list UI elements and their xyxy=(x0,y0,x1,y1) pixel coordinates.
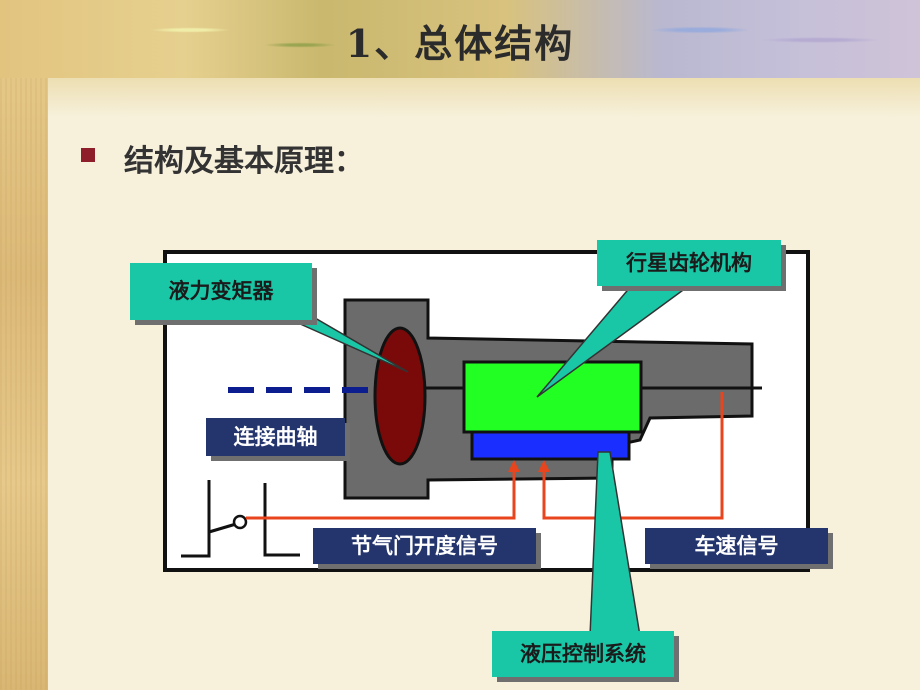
throttle-signal-line xyxy=(246,466,516,520)
slide-title: 1、总体结构 xyxy=(345,21,575,66)
speed-signal-line xyxy=(542,392,724,520)
planetary-gear-block xyxy=(462,360,643,434)
throttle-signal-arrow xyxy=(508,460,520,472)
torque-converter-callout: 液力变矩器 xyxy=(130,263,312,320)
throttle-pedal-symbol-right xyxy=(263,483,300,557)
control-block xyxy=(470,430,631,461)
throttle-signal-label: 节气门开度信号 xyxy=(313,528,536,564)
throttle-lever xyxy=(208,522,237,534)
top-decor-banner xyxy=(0,0,920,78)
crankshaft-label: 连接曲轴 xyxy=(206,418,345,456)
planetary-gear-callout: 行星齿轮机构 xyxy=(597,240,781,286)
banner-fade xyxy=(48,78,920,118)
speed-signal-label: 车速信号 xyxy=(645,528,828,564)
throttle-pedal-symbol xyxy=(181,480,211,558)
bullet-text: 结构及基本原理： xyxy=(124,144,364,179)
bullet-square-icon xyxy=(81,148,95,162)
left-decor-band xyxy=(0,0,48,690)
speed-signal-arrow xyxy=(538,460,550,472)
hydraulic-control-callout: 液压控制系统 xyxy=(492,631,674,677)
torque-converter-shape xyxy=(373,326,427,466)
throttle-pivot xyxy=(232,514,248,530)
